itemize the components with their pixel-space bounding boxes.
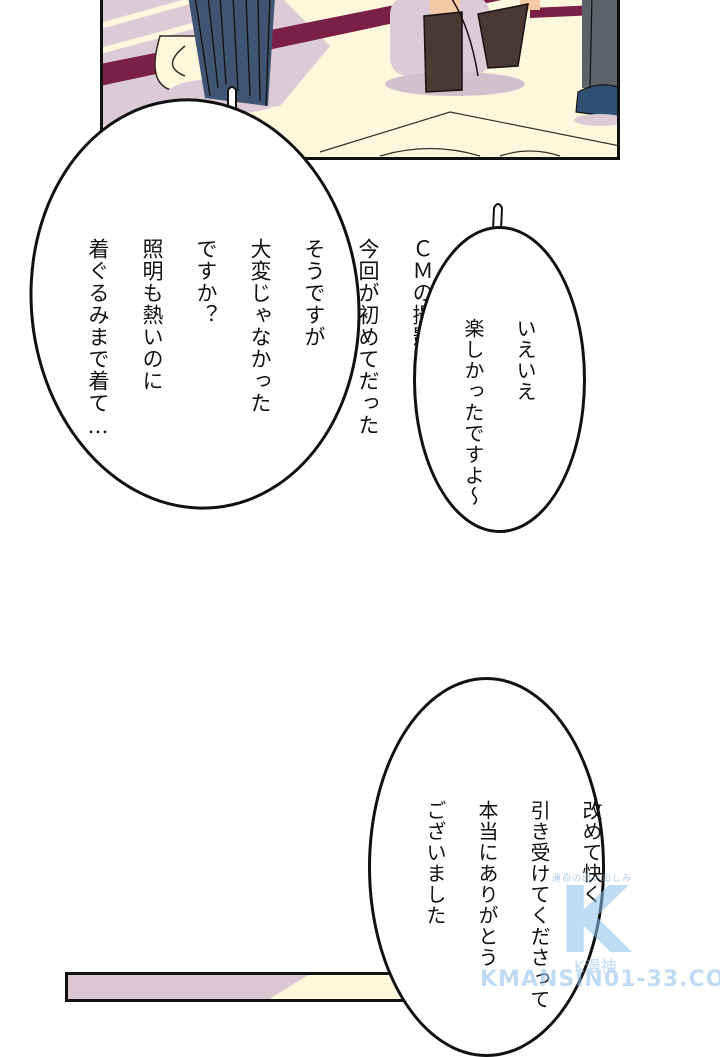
- line: 今回が初めてだった: [356, 238, 380, 436]
- speech-bubble-fun-reply: [413, 226, 586, 533]
- bubble-text-fun-reply: いえいえ 楽しかったですよ～: [460, 268, 564, 508]
- line: いえいえ: [513, 318, 537, 402]
- line: 大変じゃなかった: [248, 238, 272, 414]
- top-panel: [100, 0, 620, 160]
- bubble-text-cm-question: ＣＭの撮影は 今回が初めてだった そうですが 大変じゃなかった ですか？ 照明も…: [84, 188, 462, 439]
- line: 楽しかったですよ～: [461, 318, 485, 507]
- bubble-text-thanks: 改めて快く 引き受けてくださって 本当にありがとう ございました: [422, 750, 630, 1010]
- line: ございました: [423, 800, 447, 926]
- line: 本当にありがとう: [475, 800, 499, 968]
- line: ですか？: [194, 238, 218, 326]
- line: 引き受けてくださって: [527, 800, 551, 1010]
- line: 着ぐるみまで着て…: [86, 238, 110, 439]
- floor-scene-art: [103, 0, 617, 157]
- line: 改めて快く: [579, 800, 603, 905]
- line: そうですが: [302, 238, 326, 348]
- line: 照明も熱いのに: [140, 238, 164, 392]
- bottom-panel-lilac: [68, 975, 308, 999]
- bubble-tail: [492, 203, 504, 231]
